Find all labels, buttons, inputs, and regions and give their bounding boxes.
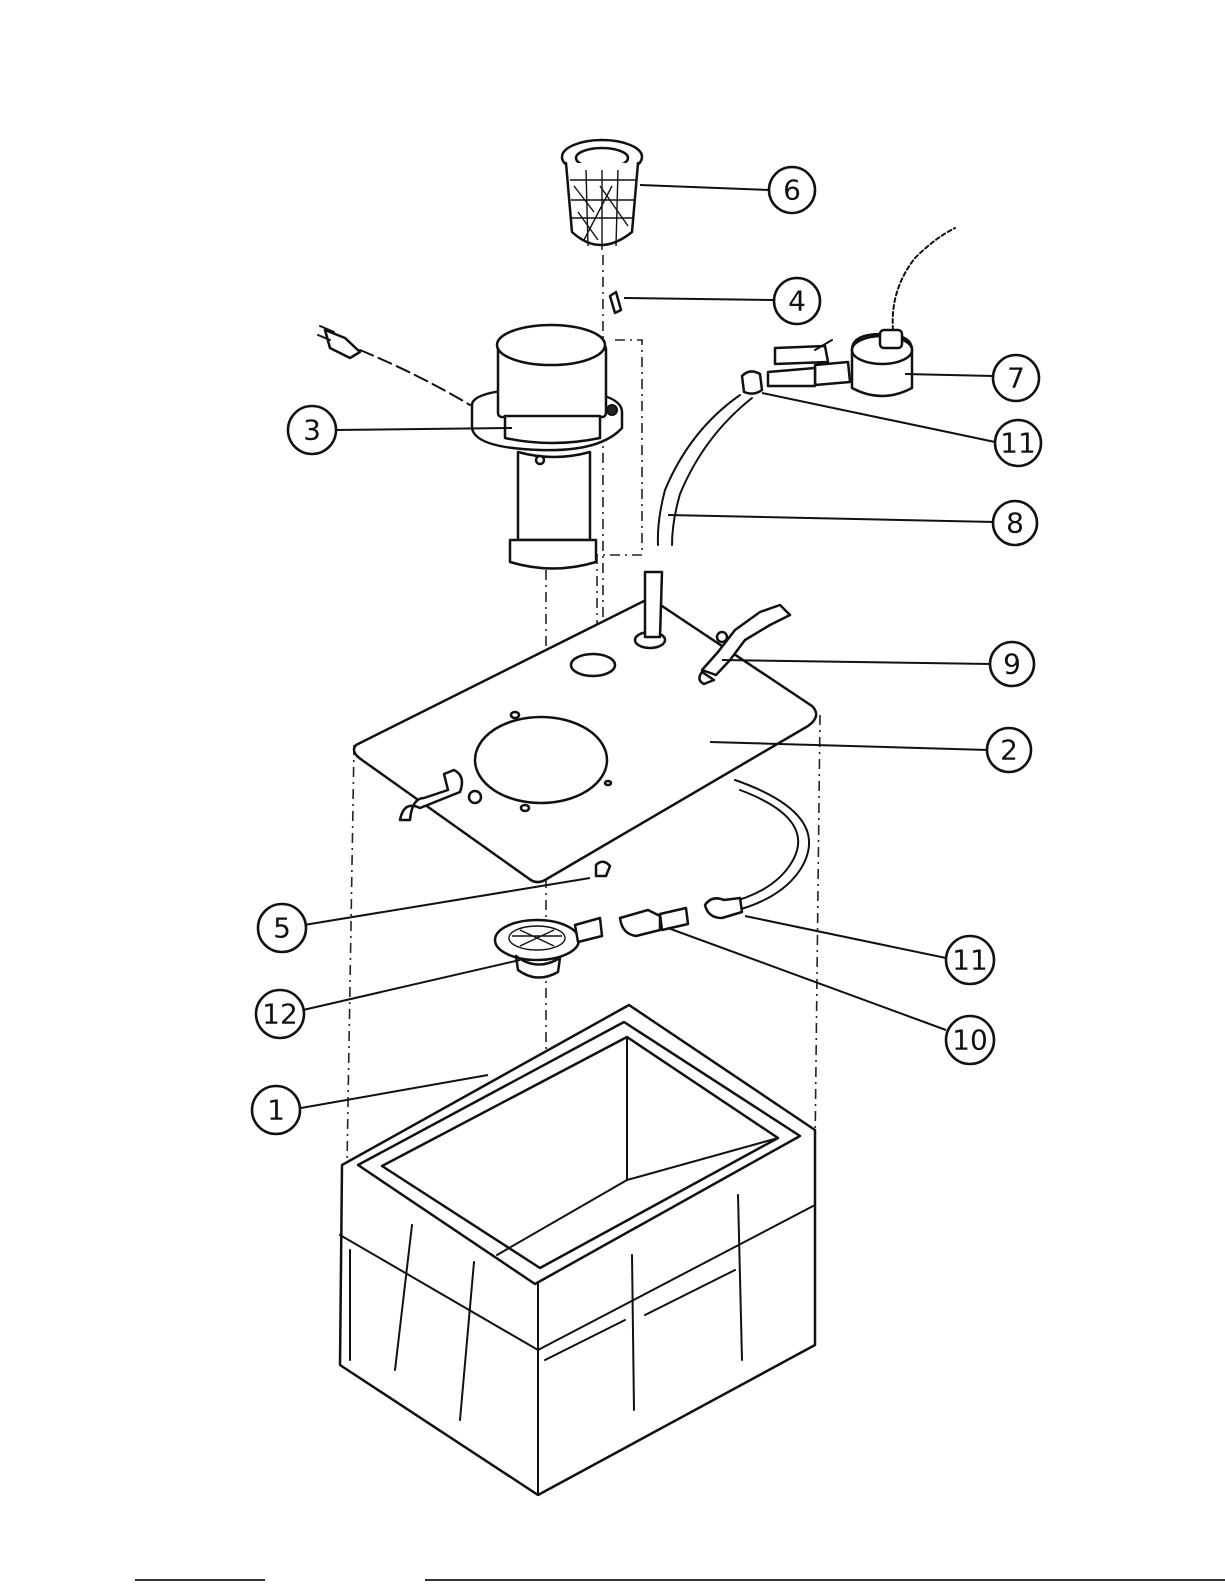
callout-label: 4 bbox=[788, 285, 806, 318]
callout-label: 3 bbox=[303, 414, 321, 447]
callout-label: 11 bbox=[952, 944, 988, 977]
pump-motor bbox=[318, 325, 622, 569]
callout-11-top: 11 bbox=[995, 420, 1041, 466]
hose-fitting-top bbox=[742, 371, 762, 393]
callout-6: 6 bbox=[769, 167, 815, 213]
callout-label: 10 bbox=[952, 1024, 988, 1057]
callout-label: 9 bbox=[1003, 648, 1021, 681]
callout-5: 5 bbox=[258, 904, 306, 952]
strainer-basket bbox=[562, 140, 642, 250]
callout-12: 12 bbox=[256, 990, 304, 1038]
callout-8: 8 bbox=[993, 501, 1037, 545]
callout-3: 3 bbox=[288, 406, 336, 454]
callout-label: 1 bbox=[267, 1094, 285, 1127]
pin bbox=[610, 292, 621, 313]
callout-1: 1 bbox=[252, 1086, 300, 1134]
callout-10: 10 bbox=[946, 1016, 994, 1064]
callout-label: 2 bbox=[1000, 734, 1018, 767]
callout-11-bottom: 11 bbox=[946, 936, 994, 984]
callout-label: 8 bbox=[1006, 507, 1024, 540]
callout-label: 5 bbox=[273, 912, 291, 945]
drain-strainer bbox=[495, 918, 602, 978]
callout-label: 6 bbox=[783, 174, 801, 207]
callout-2: 2 bbox=[987, 728, 1031, 772]
callout-label: 11 bbox=[1000, 427, 1036, 460]
return-hose bbox=[728, 780, 809, 912]
cover-plate bbox=[354, 572, 816, 882]
hose-fitting-bottom bbox=[705, 898, 742, 918]
supply-hose bbox=[658, 395, 752, 545]
callout-label: 12 bbox=[262, 998, 298, 1031]
callout-4: 4 bbox=[774, 278, 820, 324]
tank-reservoir bbox=[340, 1005, 815, 1495]
callout-label: 7 bbox=[1007, 362, 1025, 395]
callout-7: 7 bbox=[993, 355, 1039, 401]
callout-9: 9 bbox=[990, 642, 1034, 686]
